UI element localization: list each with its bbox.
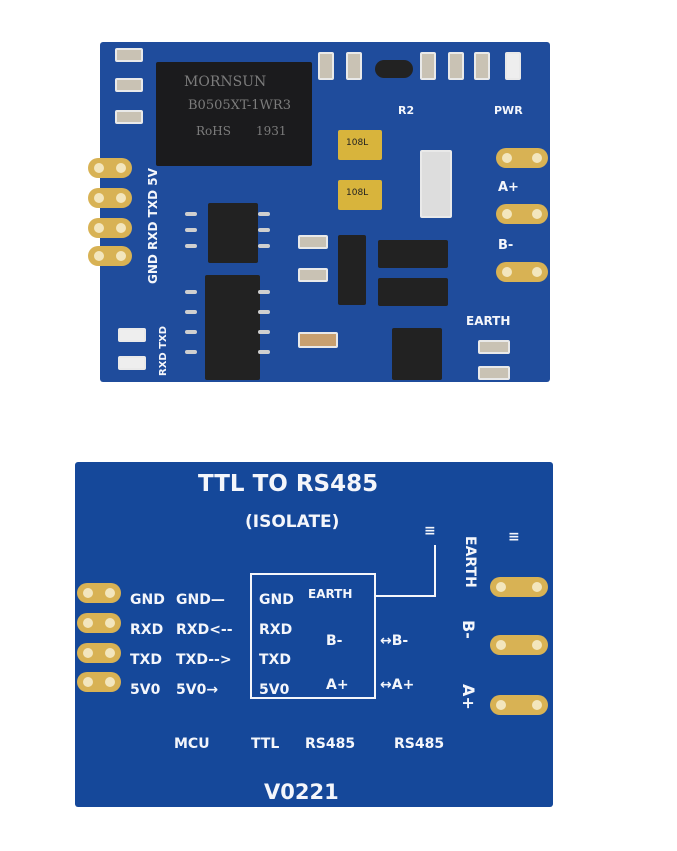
terminal-pad — [496, 262, 548, 282]
box-b-minus: B- — [326, 633, 343, 649]
tvs-diode — [378, 240, 448, 268]
b-minus-label: B- — [459, 620, 478, 639]
label-leds: RXD TXD — [158, 325, 169, 376]
header-pad — [77, 643, 121, 663]
board-version: V0221 — [264, 780, 339, 804]
header-pad — [77, 583, 121, 603]
footer-rs485: RS485 — [305, 736, 356, 752]
label-pwr: PWR — [494, 104, 523, 117]
terminal-pad — [490, 577, 548, 597]
resistor — [298, 268, 328, 282]
capacitor — [115, 48, 143, 62]
resistor — [298, 235, 328, 249]
led — [118, 356, 146, 370]
resistor — [478, 366, 510, 380]
mcu-signal-labels: GND— RXD<-- TXD--> 5V0→ — [176, 592, 233, 698]
terminal-pad — [496, 148, 548, 168]
pwr-led — [505, 52, 521, 80]
pcb-silkscreen-side — [75, 462, 553, 807]
resistor — [448, 52, 464, 80]
footer-ttl: TTL — [251, 736, 280, 752]
earth-label: EARTH — [462, 536, 478, 588]
a-plus-label: A+ — [459, 684, 478, 710]
terminal-pad — [496, 204, 548, 224]
label-a-plus: A+ — [498, 180, 519, 195]
ic-soic8 — [208, 203, 258, 263]
ground-symbol-icon: ≡ — [508, 529, 520, 545]
header-pad — [88, 246, 132, 266]
earth-trace — [434, 545, 436, 597]
resistor — [346, 52, 362, 80]
box-earth: EARTH — [308, 587, 353, 601]
label-earth: EARTH — [466, 314, 511, 328]
a-arrow: ↔A+ — [380, 677, 415, 693]
led — [118, 328, 146, 342]
resistor — [474, 52, 490, 80]
ic-rs485-transceiver — [392, 328, 442, 380]
inductor: 108L — [338, 130, 382, 160]
header-pad — [88, 158, 132, 178]
label-r2: R2 — [398, 104, 415, 117]
header-pad — [77, 613, 121, 633]
diode — [338, 235, 366, 305]
header-pad — [77, 672, 121, 692]
module-rohs: RoHS — [196, 124, 231, 138]
terminal-pad — [490, 695, 548, 715]
resistor — [420, 52, 436, 80]
resistor — [478, 340, 510, 354]
capacitor — [115, 110, 143, 124]
isolated-dc-dc-module: MORNSUN B0505XT-1WR3 RoHS 1931 — [156, 62, 312, 166]
ground-symbol-icon: ≡ — [424, 523, 436, 539]
footer-rs485-bus: RS485 — [394, 736, 445, 752]
terminal-pad — [490, 635, 548, 655]
footer-mcu: MCU — [174, 736, 210, 752]
pin-labels: GND RXD TXD 5V — [146, 168, 160, 284]
transistor — [375, 60, 413, 78]
label-b-minus: B- — [498, 238, 514, 253]
module-brand: MORNSUN — [184, 74, 267, 90]
module-date: 1931 — [256, 124, 287, 138]
box-a-plus: A+ — [326, 677, 349, 693]
module-model: B0505XT-1WR3 — [188, 98, 291, 113]
header-pad — [88, 218, 132, 238]
resistor — [318, 52, 334, 80]
capacitor — [115, 78, 143, 92]
diode-glass — [298, 332, 338, 348]
ic-soic16 — [205, 275, 260, 380]
board-title: TTL TO RS485 — [198, 471, 379, 497]
pin-labels-left: GND RXD TXD 5V0 — [130, 592, 165, 698]
isolator-block — [250, 573, 376, 699]
header-pad — [88, 188, 132, 208]
earth-trace — [376, 595, 436, 597]
inductor: 108L — [338, 180, 382, 210]
ttl-side-labels: GND RXD TXD 5V0 — [259, 592, 294, 698]
capacitor-large — [420, 150, 452, 218]
tvs-diode — [378, 278, 448, 306]
board-subtitle: (ISOLATE) — [245, 512, 340, 532]
b-arrow: ↔B- — [380, 633, 409, 649]
